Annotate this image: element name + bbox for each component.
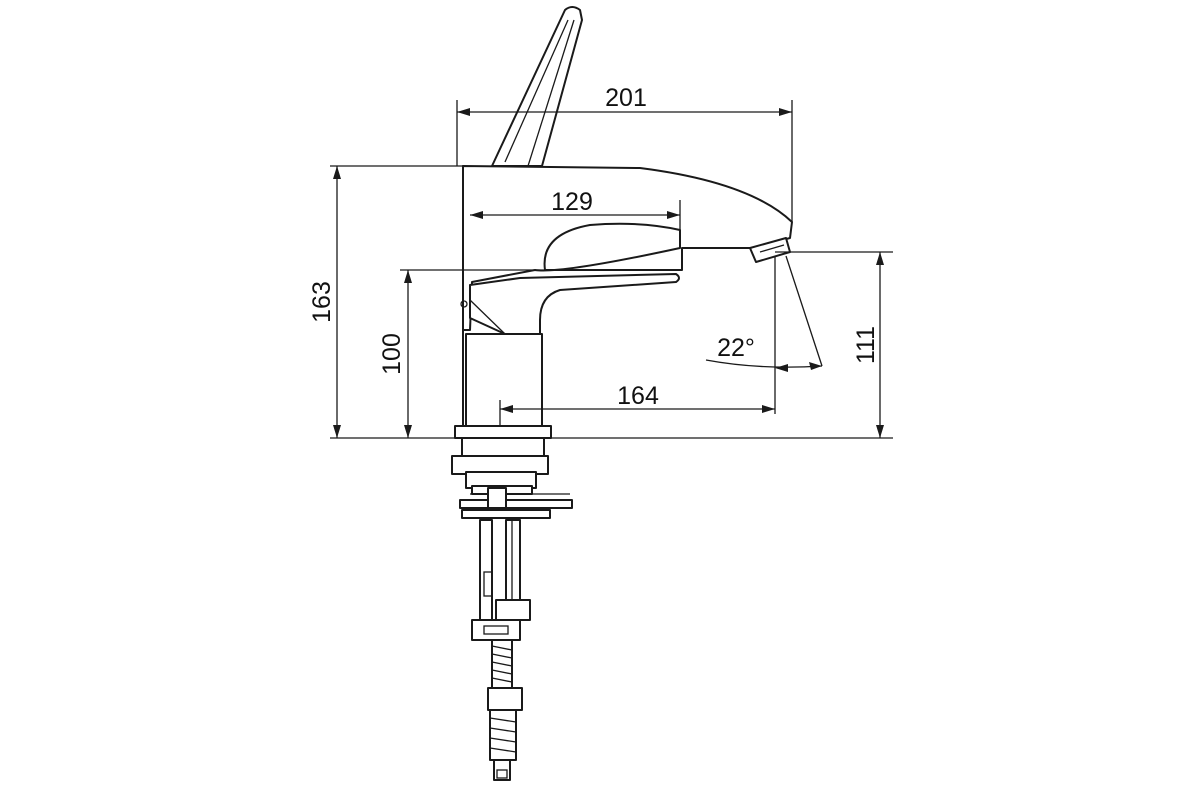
mounting-hardware [451,437,573,781]
dim-outlet-height: 111 [852,326,880,364]
dim-overall-height: 163 [308,281,336,323]
base-ring [454,425,552,439]
dim-projection: 164 [617,382,659,410]
dim-spray-angle: 22° [717,334,755,362]
spout [462,165,793,331]
top-lever-inner-line [504,19,569,163]
lower-lever [469,273,680,335]
faucet-body [454,6,793,439]
column [465,333,543,427]
top-lever [491,6,583,167]
dim-overall-length: 201 [605,84,647,112]
dim-handle-reach: 129 [551,188,593,216]
dimension-lines [330,100,893,439]
side-button [460,300,468,308]
dimension-labels: 201 129 163 100 111 164 22° [308,84,880,410]
dim-spout-height: 100 [378,333,406,375]
